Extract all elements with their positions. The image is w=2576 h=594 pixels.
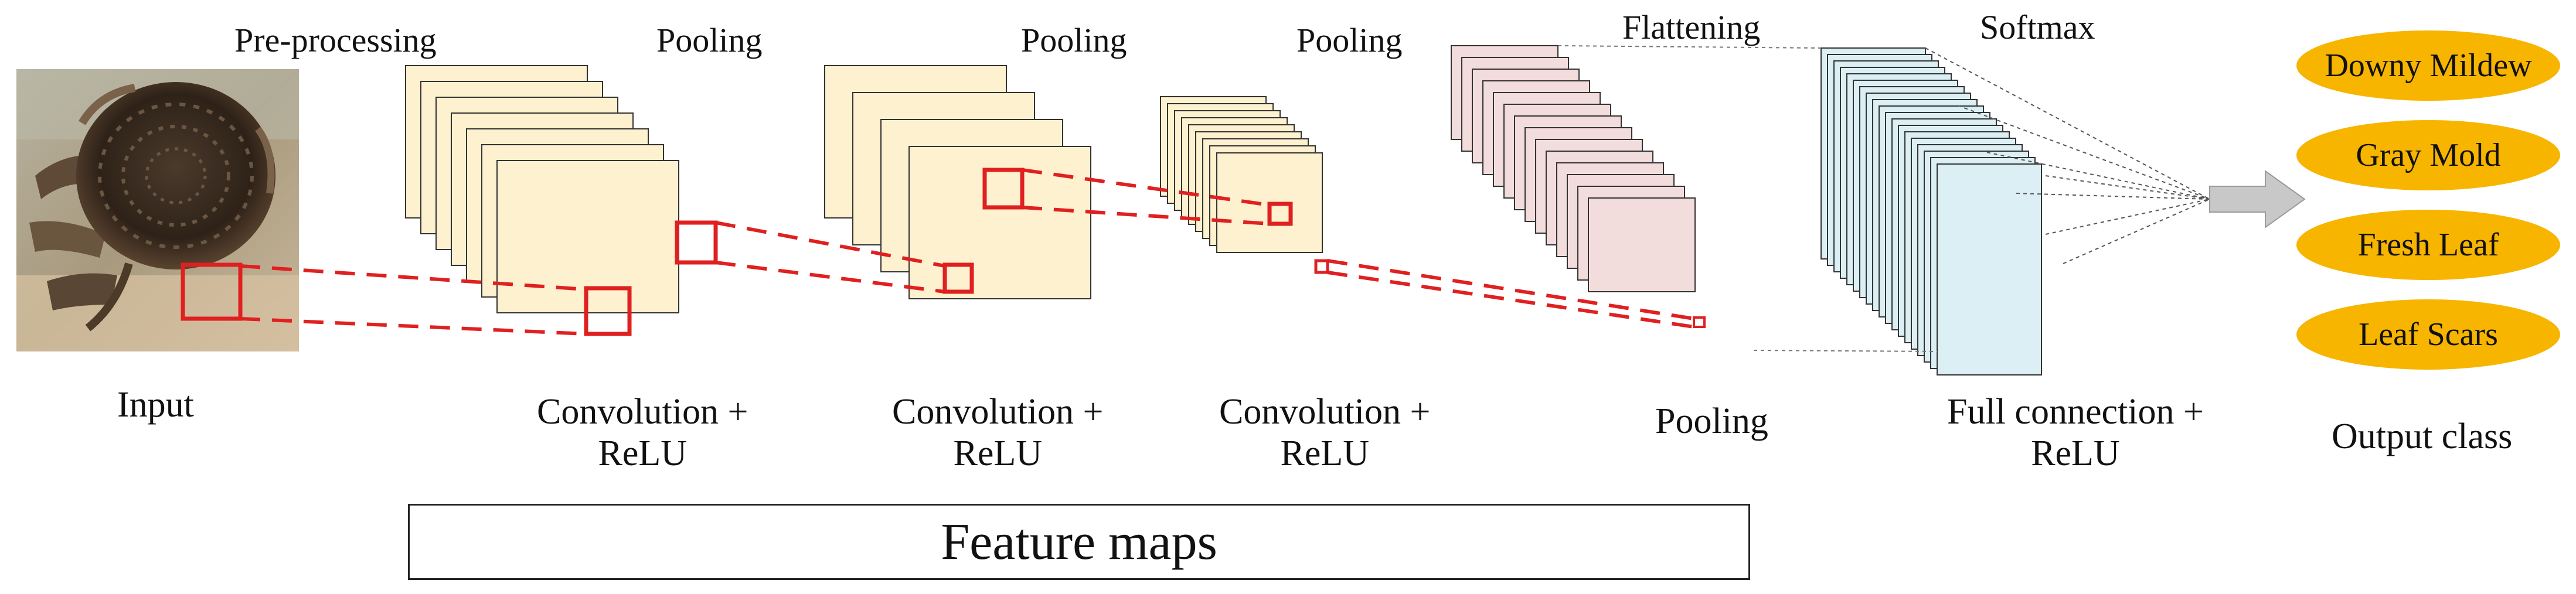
receptive-field-line: [240, 264, 587, 291]
label-full-connection-line2: ReLU: [2031, 433, 2120, 474]
label-conv-relu-2: Convolution + ReLU: [892, 391, 1104, 475]
output-class-label: Gray Mold: [2356, 137, 2501, 173]
receptive-field-line: [1022, 168, 1270, 207]
receptive-field-box: [584, 286, 632, 336]
label-pooling-2: Pooling: [1021, 21, 1127, 59]
feature-maps-label: Feature maps: [941, 513, 1217, 571]
receptive-field-box: [1314, 259, 1329, 274]
output-class-oval-3: Fresh Leaf: [2296, 210, 2560, 280]
pool-stack: [1451, 45, 1696, 292]
connector-line: [1957, 105, 2210, 200]
receptive-field-box: [1693, 316, 1706, 328]
label-conv-relu-2-line1: Convolution +: [892, 392, 1104, 432]
receptive-field-line: [715, 221, 945, 268]
connector-line: [2045, 199, 2210, 235]
output-class-label: Leaf Scars: [2359, 316, 2498, 353]
label-preprocessing: Pre-processing: [234, 21, 437, 59]
conv-stack-3: [1160, 96, 1323, 253]
receptive-field-line: [1022, 206, 1270, 226]
receptive-field-box: [942, 262, 974, 294]
output-class-oval-1: Downy Mildew: [2296, 30, 2560, 101]
feature-maps-box: Feature maps: [408, 504, 1750, 580]
feature-map-layer: [1588, 197, 1696, 292]
label-pooling-bottom: Pooling: [1655, 401, 1768, 441]
feature-map-layer: [1937, 163, 2042, 375]
label-full-connection-line1: Full connection +: [1947, 392, 2204, 432]
connector-line: [1557, 45, 1822, 49]
receptive-field-line: [240, 317, 587, 336]
fc-stack: [1820, 47, 2042, 375]
connector-line: [2045, 175, 2210, 200]
connector-line: [2016, 193, 2210, 200]
receptive-field-box: [181, 262, 243, 321]
receptive-field-line: [715, 261, 945, 293]
conv-stack-2: [824, 65, 1091, 299]
label-conv-relu-2-line2: ReLU: [953, 433, 1043, 474]
label-conv-relu-3-line1: Convolution +: [1219, 392, 1431, 432]
label-softmax: Softmax: [1980, 8, 2095, 46]
output-class-label: Downy Mildew: [2325, 47, 2532, 84]
label-full-connection: Full connection + ReLU: [1947, 391, 2204, 475]
output-arrow: [2209, 170, 2306, 228]
label-input: Input: [117, 385, 194, 425]
output-class-oval-2: Gray Mold: [2296, 120, 2560, 190]
output-class-oval-4: Leaf Scars: [2296, 299, 2560, 370]
label-pooling-1: Pooling: [656, 21, 763, 59]
connector-line: [1986, 152, 2210, 200]
conv-stack-1: [405, 65, 679, 313]
label-pooling-3: Pooling: [1296, 21, 1403, 59]
connector-line: [1753, 350, 1938, 352]
receptive-field-box: [982, 168, 1025, 210]
label-output-class: Output class: [2332, 417, 2513, 456]
label-conv-relu-1-line2: ReLU: [598, 433, 688, 474]
connector-line: [2063, 199, 2210, 264]
label-conv-relu-1: Convolution + ReLU: [537, 391, 748, 475]
label-flattening: Flattening: [1622, 8, 1761, 46]
label-conv-relu-3-line2: ReLU: [1280, 433, 1370, 474]
label-conv-relu-3: Convolution + ReLU: [1219, 391, 1431, 475]
connector-line: [1925, 47, 2210, 200]
input-image: [16, 69, 299, 351]
label-conv-relu-1-line1: Convolution +: [537, 392, 748, 432]
receptive-field-box: [675, 220, 718, 265]
receptive-field-box: [1267, 202, 1293, 226]
output-class-label: Fresh Leaf: [2357, 227, 2499, 263]
